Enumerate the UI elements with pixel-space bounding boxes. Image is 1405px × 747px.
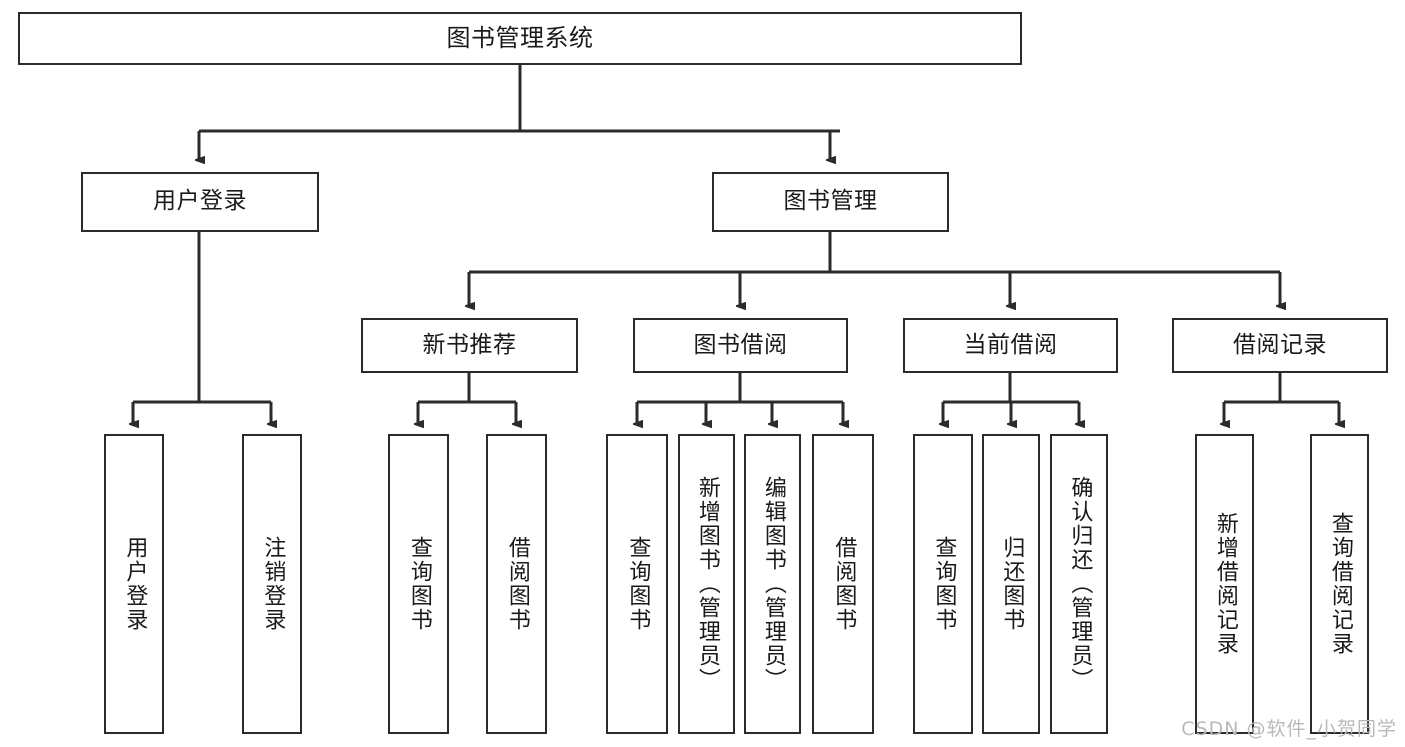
node-book-borrowing[interactable]: 图书借阅 (633, 318, 848, 373)
leaf-add-borrow-record[interactable]: 新增借阅记录 (1195, 434, 1254, 734)
node-borrow-records[interactable]: 借阅记录 (1172, 318, 1388, 373)
node-book-management[interactable]: 图书管理 (712, 172, 949, 232)
node-label: 新增借阅记录 (1212, 512, 1238, 656)
node-label: 借阅图书 (504, 536, 530, 632)
node-label: 查询图书 (406, 536, 432, 632)
node-label: 当前借阅 (963, 331, 1058, 358)
leaf-add-book-admin[interactable]: 新增图书（管理员） (678, 434, 735, 734)
watermark: CSDN @软件_小贺同学 (1181, 718, 1397, 740)
node-label: 借阅记录 (1233, 331, 1327, 358)
node-root-system[interactable]: 图书管理系统 (18, 12, 1022, 65)
node-label: 归还图书 (999, 536, 1025, 632)
leaf-query-books-borrow[interactable]: 查询图书 (606, 434, 668, 734)
node-label: 编辑图书（管理员） (760, 476, 786, 692)
leaf-query-books-rec[interactable]: 查询图书 (388, 434, 449, 734)
leaf-edit-book-admin[interactable]: 编辑图书（管理员） (744, 434, 801, 734)
node-current-borrowing[interactable]: 当前借阅 (903, 318, 1118, 373)
node-label: 借阅图书 (831, 536, 857, 632)
leaf-borrow-books-rec[interactable]: 借阅图书 (486, 434, 547, 734)
node-label: 新书推荐 (422, 331, 517, 358)
node-user-login[interactable]: 用户登录 (81, 172, 319, 232)
node-label: 新增图书（管理员） (694, 476, 720, 692)
leaf-borrow-books[interactable]: 借阅图书 (812, 434, 874, 734)
leaf-user-login[interactable]: 用户登录 (104, 434, 164, 734)
leaf-query-borrow-record[interactable]: 查询借阅记录 (1310, 434, 1369, 734)
node-label: 查询借阅记录 (1327, 512, 1353, 656)
node-label: 图书管理 (783, 188, 878, 215)
node-label: 图书管理系统 (446, 24, 594, 53)
node-label: 用户登录 (122, 536, 148, 632)
node-label: 查询图书 (931, 536, 957, 632)
leaf-confirm-return-admin[interactable]: 确认归还（管理员） (1050, 434, 1108, 734)
node-label: 确认归还（管理员） (1067, 476, 1093, 692)
leaf-return-books[interactable]: 归还图书 (982, 434, 1040, 734)
node-label: 图书借阅 (693, 331, 788, 358)
leaf-logout[interactable]: 注销登录 (242, 434, 302, 734)
node-label: 用户登录 (153, 188, 247, 215)
leaf-query-books-current[interactable]: 查询图书 (913, 434, 973, 734)
node-label: 注销登录 (260, 536, 286, 632)
node-label: 查询图书 (625, 536, 651, 632)
node-new-book-recommendation[interactable]: 新书推荐 (361, 318, 578, 373)
